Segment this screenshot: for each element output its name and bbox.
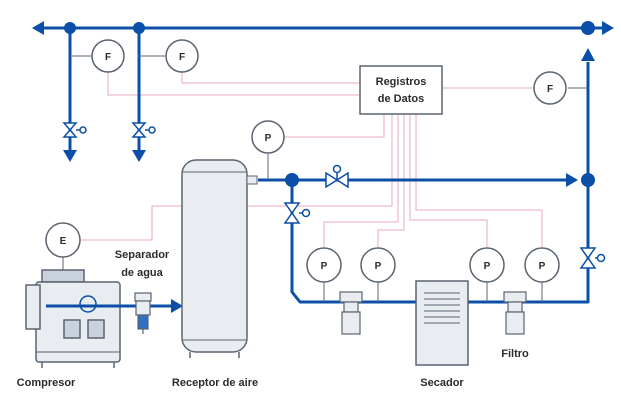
gauges: F F F P E P P P [45,39,567,283]
signal-line-pressure-4 [377,114,405,247]
flow-meter-1-symbol: F [105,52,111,63]
equipment-labels: Separador de agua Compresor Receptor de … [17,249,529,389]
signal-line-flow-2 [181,68,360,84]
pressure-gauge-5: P [469,247,505,283]
filter-inline-2 [503,291,527,335]
pressure-gauge-receiver: P [251,120,285,154]
dryer-vent-grille [424,292,460,324]
filter-inline-1 [339,291,363,335]
compressor-fan-icon [79,295,97,313]
signal-line-pressure-6 [415,114,543,247]
arrow-right [602,21,614,35]
data-logger: Registros de Datos [359,65,443,115]
energy-meter: E [45,222,81,258]
arrow-left [32,21,44,35]
valve-loop [283,202,311,224]
air-receiver-label: Receptor de aire [172,377,258,389]
pressure-gauge-6: P [524,247,560,283]
arrow-down-2 [132,150,146,162]
dryer-label: Secador [420,377,464,389]
flow-meter-2: F [165,39,199,73]
junction-dot [581,21,595,35]
signal-line-pressure-5 [409,114,488,247]
arrow-into-riser [566,173,578,187]
signal-line-pressure-3 [323,114,399,247]
water-separator [134,292,152,334]
arrow-into-receiver [171,299,183,313]
flow-meter-3-symbol: F [547,84,553,95]
junction-dot [133,22,145,34]
arrowheads [32,21,614,313]
data-logger-label-line1: Registros [376,76,427,88]
energy-meter-symbol: E [60,236,67,247]
pressure-gauge-3-symbol: P [321,261,328,272]
instrument-stems [62,55,588,302]
data-logger-label-line2: de Datos [378,93,424,105]
flow-meter-1: F [91,39,125,73]
signal-line-flow-1 [107,68,360,96]
flow-meter-3: F [533,71,567,105]
signal-line-pressure-receiver [270,114,385,138]
dryer [415,280,469,366]
pressure-gauge-3: P [306,247,342,283]
pressure-gauge-5-symbol: P [484,261,491,272]
water-separator-label-line1: Separador [115,249,170,261]
junction-dot [64,22,76,34]
junctions [64,21,595,187]
signal-lines [80,68,543,247]
valves [62,122,606,269]
pressure-gauge-6-symbol: P [539,261,546,272]
valve-drop-1 [62,122,87,138]
arrow-down-1 [63,150,77,162]
signal-line-energy [80,114,393,241]
air-receiver [181,159,258,358]
flow-meter-2-symbol: F [179,52,185,63]
water-separator-label-line2: de agua [121,267,163,279]
pressure-gauge-4-symbol: P [375,261,382,272]
arrow-up [581,48,595,61]
compressor-label: Compresor [17,377,76,389]
junction-dot [581,173,595,187]
filter-label: Filtro [501,348,529,360]
pressure-gauge-receiver-symbol: P [265,133,272,144]
valve-main-line [325,164,349,189]
pressure-gauge-4: P [360,247,396,283]
valve-drop-2 [131,122,156,138]
junction-dot [285,173,299,187]
valve-riser [579,247,606,269]
compressor [25,269,121,368]
